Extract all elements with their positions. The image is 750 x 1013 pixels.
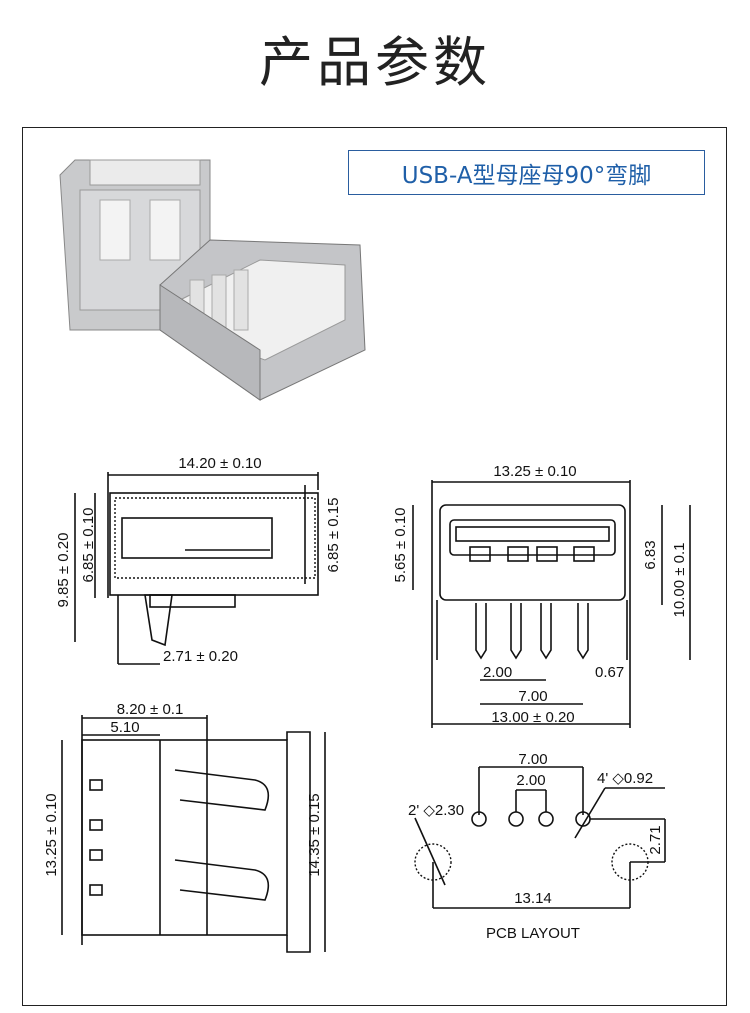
pcb-small-holes-dim: 4' ◇0.92 bbox=[597, 770, 653, 787]
side-view-drawing: 14.20 ± 0.10 9.85 ± 0.20 6.85 ± 0.10 6.8… bbox=[55, 455, 342, 665]
page-title: 产品参数 bbox=[259, 31, 491, 94]
front-pin-span-dim: 7.00 bbox=[518, 688, 547, 705]
front-pin-width-dim: 0.67 bbox=[595, 664, 624, 681]
top-height-right-dim: 14.35 ± 0.15 bbox=[306, 793, 323, 876]
side-body-height-left-dim: 6.85 ± 0.10 bbox=[80, 508, 97, 583]
side-body-height-right-dim: 6.85 ± 0.15 bbox=[325, 498, 342, 573]
front-height-left-dim: 5.65 ± 0.10 bbox=[392, 508, 409, 583]
top-inner-width-dim: 5.10 bbox=[110, 719, 139, 736]
side-total-height-dim: 9.85 ± 0.20 bbox=[55, 533, 72, 608]
front-view-drawing: 13.25 ± 0.10 5.65 ± 0.10 6.83 10.00 ± 0.… bbox=[392, 463, 691, 728]
front-width-dim: 13.25 ± 0.10 bbox=[493, 463, 576, 480]
pcb-large-holes-dim: 2' ◇2.30 bbox=[408, 802, 464, 819]
pcb-tab-span-dim: 13.14 bbox=[514, 890, 552, 907]
side-length-dim: 14.20 ± 0.10 bbox=[178, 455, 261, 472]
pcb-pin-span-dim: 7.00 bbox=[518, 751, 547, 768]
pcb-layout-caption: PCB LAYOUT bbox=[486, 925, 580, 942]
front-pin-pitch-dim: 2.00 bbox=[483, 664, 512, 681]
product-label: USB-A型母座母90°弯脚 bbox=[348, 150, 705, 195]
front-total-height-dim: 10.00 ± 0.1 bbox=[671, 543, 688, 618]
top-width-dim: 8.20 ± 0.1 bbox=[117, 701, 184, 718]
top-height-left-dim: 13.25 ± 0.10 bbox=[43, 793, 60, 876]
side-pin-offset-dim: 2.71 ± 0.20 bbox=[163, 648, 238, 665]
pcb-pin-pitch-dim: 2.00 bbox=[516, 772, 545, 789]
top-view-drawing: 8.20 ± 0.1 5.10 13.25 ± 0.10 14.35 ± 0.1… bbox=[43, 701, 326, 953]
product-photo bbox=[59, 159, 366, 401]
pcb-offset-dim: 2.71 bbox=[647, 825, 664, 854]
parameter-frame bbox=[22, 127, 727, 1006]
pcb-layout-drawing: 7.00 2.00 4' ◇0.92 2' ◇2.30 2.71 13.14 P… bbox=[408, 751, 666, 942]
front-inner-height-dim: 6.83 bbox=[642, 540, 659, 569]
front-tab-span-dim: 13.00 ± 0.20 bbox=[491, 709, 574, 726]
